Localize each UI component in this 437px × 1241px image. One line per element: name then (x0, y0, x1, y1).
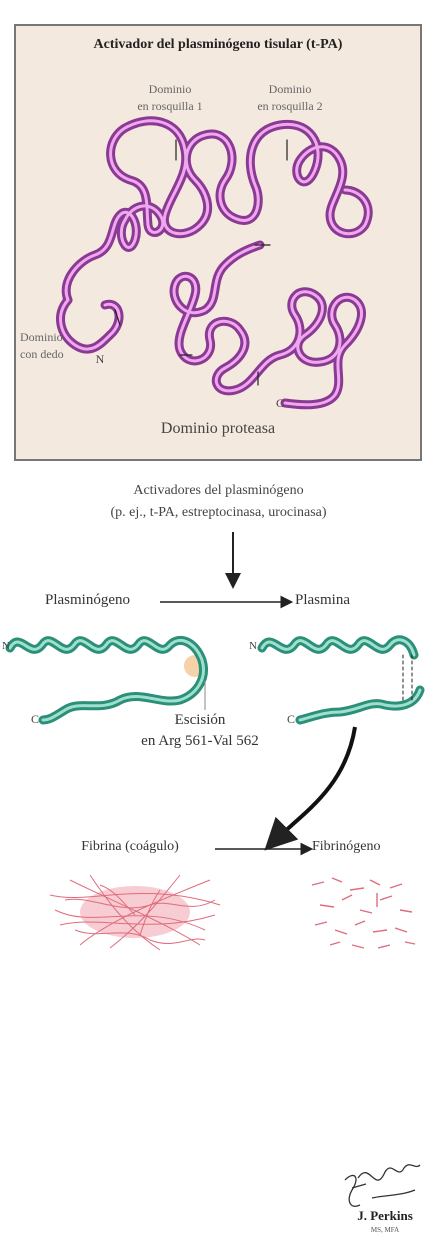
cleavage-label-line2: en Arg 561-Val 562 (141, 733, 259, 749)
artist-credentials: MS, MFA (370, 1226, 400, 1234)
netter-signature (344, 1164, 421, 1207)
kringle1-label-line1: Dominio (148, 82, 192, 96)
activators-line1: Activadores del plasminógeno (133, 483, 304, 498)
protease-label: Dominio proteasa (160, 420, 276, 437)
kringle2-label-line1: Dominio (268, 82, 312, 96)
panel-title: Activador del plasminógeno tisular (t-PA… (93, 37, 343, 52)
fibrin-label: Fibrina (coágulo) (81, 839, 179, 854)
fibrin-fragments (311, 877, 416, 949)
n-left-label: N (2, 640, 10, 652)
c-left-label: C (30, 712, 39, 726)
plasmin-label: Plasmina (295, 592, 350, 608)
finger-label-line1: Dominio (20, 330, 63, 344)
artist-name: J. Perkins (357, 1208, 413, 1223)
finger-label-line2: con dedo (20, 347, 64, 361)
fibrinogen-label: Fibrinógeno (312, 839, 381, 854)
t-pa-molecule (61, 121, 369, 405)
plasmin-molecule (262, 640, 420, 720)
n-terminus-label: N (95, 352, 105, 366)
c-right-label: C (286, 712, 295, 726)
c-terminus-label: C (275, 396, 284, 410)
plasminogen-label: Plasminógeno (45, 592, 130, 608)
n-right-label: N (249, 640, 257, 652)
plasmin-action-arrow (264, 726, 357, 851)
cleavage-label-line1: Escisión (174, 712, 226, 728)
kringle2-label-line2: en rosquilla 2 (257, 99, 323, 113)
kringle1-label-line2: en rosquilla 1 (137, 99, 203, 113)
activators-line2: (p. ej., t-PA, estreptocinasa, urocinasa… (110, 505, 327, 520)
plasminogen-molecule (10, 640, 206, 720)
fibrin-clot (49, 874, 221, 951)
